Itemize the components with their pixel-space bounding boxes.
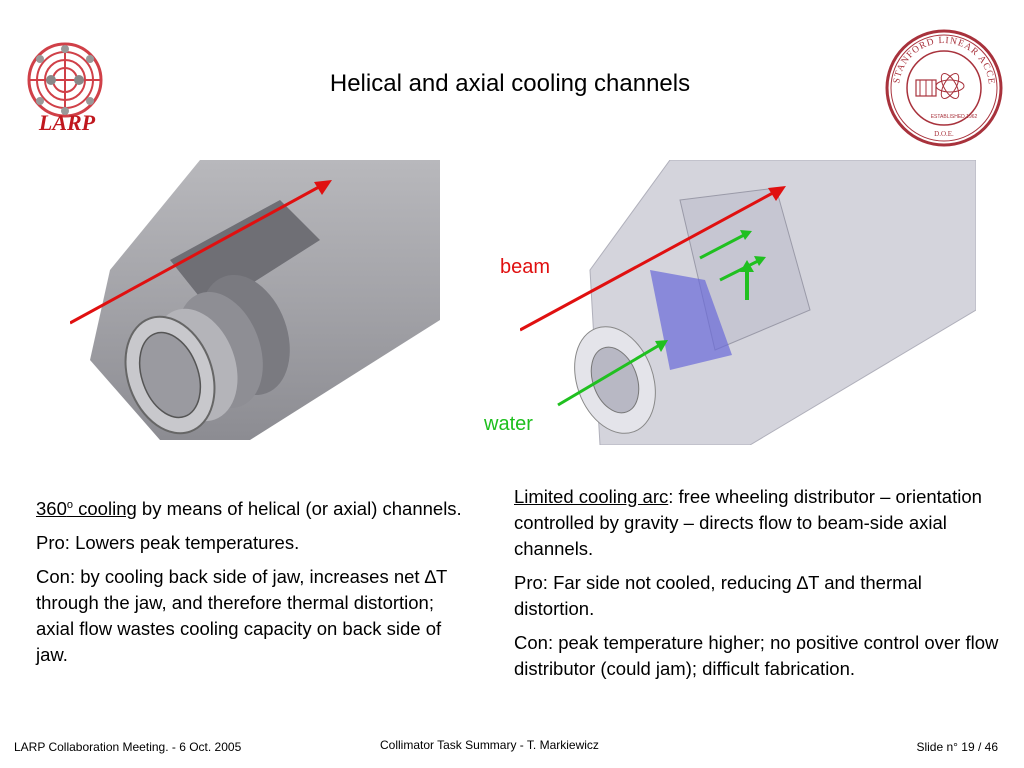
left-paragraph-3: Con: by cooling back side of jaw, increa…	[36, 566, 448, 666]
svg-text:ESTABLISHED 1962: ESTABLISHED 1962	[931, 114, 978, 120]
beam-label: beam	[500, 256, 551, 278]
footer-summary: Collimator Task Summary - T. Markiewicz	[380, 738, 599, 752]
larp-accelerator-logo-icon	[27, 42, 103, 118]
left-paragraph-1: 360o cooling by means of helical (or axi…	[36, 498, 462, 520]
left-text-column: 360o cooling by means of helical (or axi…	[36, 492, 466, 676]
helical-channel-figure	[70, 160, 440, 440]
svg-text:D.O.E.: D.O.E.	[934, 130, 954, 138]
distributor-figure	[520, 160, 976, 445]
water-label: water	[484, 413, 533, 435]
footer-slide-number: Slide n° 19 / 46	[916, 740, 998, 754]
left-paragraph-2: Pro: Lowers peak temperatures.	[36, 532, 300, 554]
right-paragraph-3: Con: peak temperature higher; no positiv…	[514, 632, 999, 679]
right-paragraph-2: Pro: Far side not cooled, reducing ∆T an…	[514, 572, 922, 619]
limited-arc-term: Limited cooling arc	[514, 486, 669, 507]
right-text-column: Limited cooling arc: free wheeling distr…	[514, 484, 1004, 690]
slide-title: Helical and axial cooling channels	[329, 70, 691, 97]
larp-logo-text: LARP	[38, 110, 96, 135]
footer-meeting: LARP Collaboration Meeting. - 6 Oct. 200…	[14, 740, 242, 754]
right-paragraph-1: Limited cooling arc: free wheeling distr…	[514, 486, 982, 559]
slac-seal-icon: STANFORD LINEAR ACCELERATOR CENTER ESTAB…	[884, 28, 1003, 147]
cooling-term: 360o cooling	[36, 498, 137, 520]
